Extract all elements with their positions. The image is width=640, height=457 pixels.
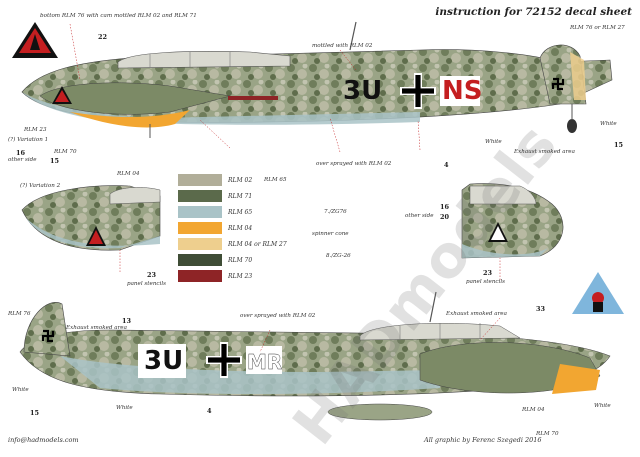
detail-left-panel-stencils: panel stencils xyxy=(127,281,167,287)
aircraft-profile-top xyxy=(21,21,613,138)
label2-rlm04: RLM 04 xyxy=(522,407,545,413)
label2-rlm70: RLM 70 xyxy=(536,431,559,437)
aircraft2-code-left: 3U xyxy=(144,346,184,376)
label-rlm04: RLM 04 xyxy=(117,171,140,177)
detail-right-panel-stencils: panel stencils xyxy=(466,279,506,285)
squadron-emblem-top xyxy=(12,22,58,58)
legend-swatch-color xyxy=(178,270,222,282)
num2-33: 33 xyxy=(536,305,546,313)
legend-swatch-name: RLM 23 xyxy=(228,273,253,280)
label2-white-1: White xyxy=(12,387,29,393)
legend-swatch-name: RLM 71 xyxy=(228,193,253,200)
detail-left-num-23: 23 xyxy=(147,271,157,279)
legend-swatch-name: RLM 02 xyxy=(228,177,253,184)
legend-swatch-color xyxy=(178,254,222,266)
num-16: 16 xyxy=(16,149,26,157)
legend-unit-2: spinner cone xyxy=(312,231,349,237)
num-4: 4 xyxy=(444,161,449,169)
aircraft2-code-right: MR xyxy=(247,350,283,374)
aircraft1-code-right: NS xyxy=(442,76,483,106)
legend-swatch-name: RLM 04 xyxy=(228,225,253,232)
legend-swatch-name: RLM 70 xyxy=(228,257,253,264)
label-white-1: White xyxy=(485,139,502,145)
footer-credit: All graphic by Ferenc Szegedi 2016 xyxy=(424,436,542,444)
num2-15: 15 xyxy=(30,409,40,417)
label-bottom-color: bottom RLM 76 with cam mottled RLM 02 an… xyxy=(40,13,197,19)
squadron-emblem-right xyxy=(572,272,624,314)
aircraft1-code-left: 3U xyxy=(343,76,383,106)
aircraft-profile-bottom xyxy=(19,291,611,421)
legend-unit-1: 7./ZG76 xyxy=(324,209,347,215)
label-rlm65: RLM 65 xyxy=(264,177,287,183)
legend-swatch-color xyxy=(178,238,222,250)
detail-right-num-20: 20 xyxy=(440,213,450,221)
legend-swatch-color xyxy=(178,206,222,218)
label-rlm70: RLM 70 xyxy=(54,149,77,155)
detail-left-nose xyxy=(21,185,161,251)
detail-right-other-side: other side xyxy=(405,213,434,219)
num2-13: 13 xyxy=(122,317,132,325)
detail-right-num-16: 16 xyxy=(440,203,450,211)
legend-swatch-color xyxy=(178,190,222,202)
num-15a: 15 xyxy=(50,157,60,165)
label2-exhaust-1: Exhaust smoked area xyxy=(66,325,127,331)
detail-right-nose xyxy=(461,183,564,259)
label-exhaust: Exhaust smoked area xyxy=(514,149,575,155)
leader-lines xyxy=(69,23,501,353)
label-overspray: over sprayed with RLM 02 xyxy=(316,161,392,167)
num-22: 22 xyxy=(98,33,108,41)
legend-unit-3: 8./ZG-26 xyxy=(326,253,351,259)
detail-right-num-23: 23 xyxy=(483,269,493,277)
legend-swatch-name: RLM 65 xyxy=(228,209,253,216)
label-other-side: other side xyxy=(8,157,37,163)
label-variation1: (?) Variation 1 xyxy=(8,137,49,143)
label2-exhaust-2: Exhaust smoked area xyxy=(446,311,507,317)
num-15b: 15 xyxy=(614,141,624,149)
footer-email: info@hadmodels.com xyxy=(8,436,79,444)
label2-rlm76: RLM 76 xyxy=(8,311,31,317)
detail-left-variation2: (?) Variation 2 xyxy=(20,183,61,189)
legend-swatch-name: RLM 04 or RLM 27 xyxy=(228,241,287,248)
label-white-2: White xyxy=(600,121,617,127)
label2-white-3: White xyxy=(594,403,611,409)
label-rlm23: RLM 23 xyxy=(24,127,47,133)
num2-4: 4 xyxy=(207,407,212,415)
label-rudder-color: RLM 76 or RLM 27 xyxy=(570,25,625,31)
label2-overspray: over sprayed with RLM 02 xyxy=(240,313,316,319)
label-mottled: mottled with RLM 02 xyxy=(312,43,373,49)
label2-white-2: White xyxy=(116,405,133,411)
legend-swatch-color xyxy=(178,174,222,186)
sheet-title: instruction for 72152 decal sheet xyxy=(435,6,632,18)
legend-swatch-color xyxy=(178,222,222,234)
